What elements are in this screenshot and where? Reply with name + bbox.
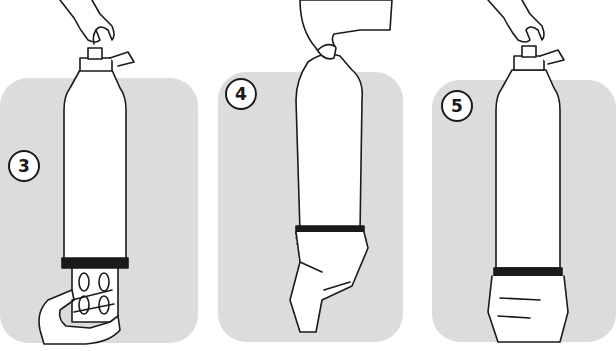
step-number: 3 (18, 158, 30, 175)
step-circle: 5 (441, 90, 473, 122)
step-number: 4 (235, 86, 247, 103)
step-number: 5 (451, 98, 463, 115)
step-circle: 3 (8, 150, 40, 182)
step-circle: 4 (225, 78, 257, 110)
